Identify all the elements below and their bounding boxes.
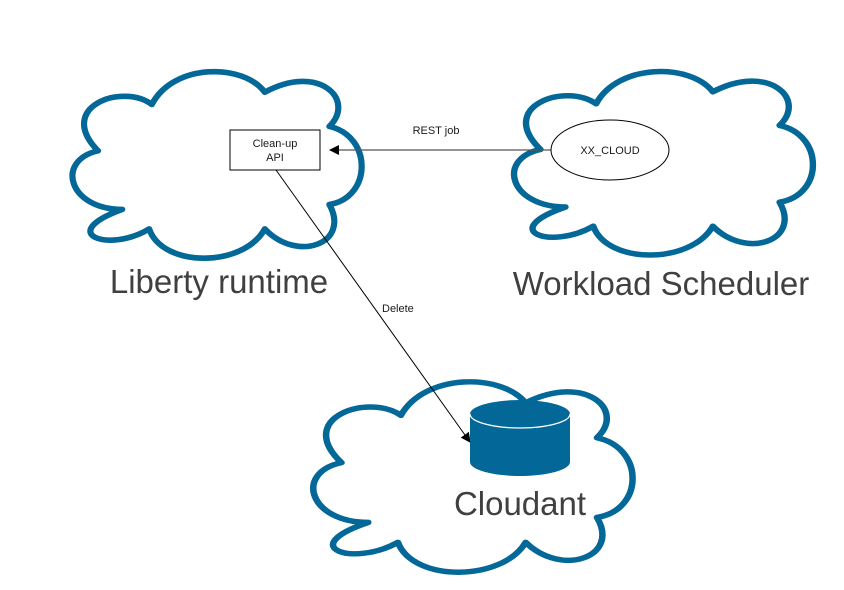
cloudant-label: Cloudant: [454, 485, 586, 522]
workload-scheduler-label: Workload Scheduler: [513, 265, 810, 302]
rest-job-label: REST job: [413, 125, 460, 137]
database-icon[interactable]: [469, 400, 571, 476]
cleanup-api-box[interactable]: [229, 129, 321, 171]
xx-cloud-node[interactable]: XX_CLOUD: [550, 119, 670, 181]
cleanup-api-label-line1: Clean-up: [253, 138, 298, 150]
cleanup-api-node[interactable]: Clean-up API: [229, 129, 321, 171]
delete-label: Delete: [382, 303, 414, 315]
liberty-runtime-label: Liberty runtime: [110, 263, 328, 300]
xx-cloud-ellipse[interactable]: [550, 119, 670, 181]
xx-cloud-label: XX_CLOUD: [580, 145, 639, 157]
delete-edge: [275, 169, 471, 443]
cleanup-api-label-line2: API: [266, 152, 284, 164]
